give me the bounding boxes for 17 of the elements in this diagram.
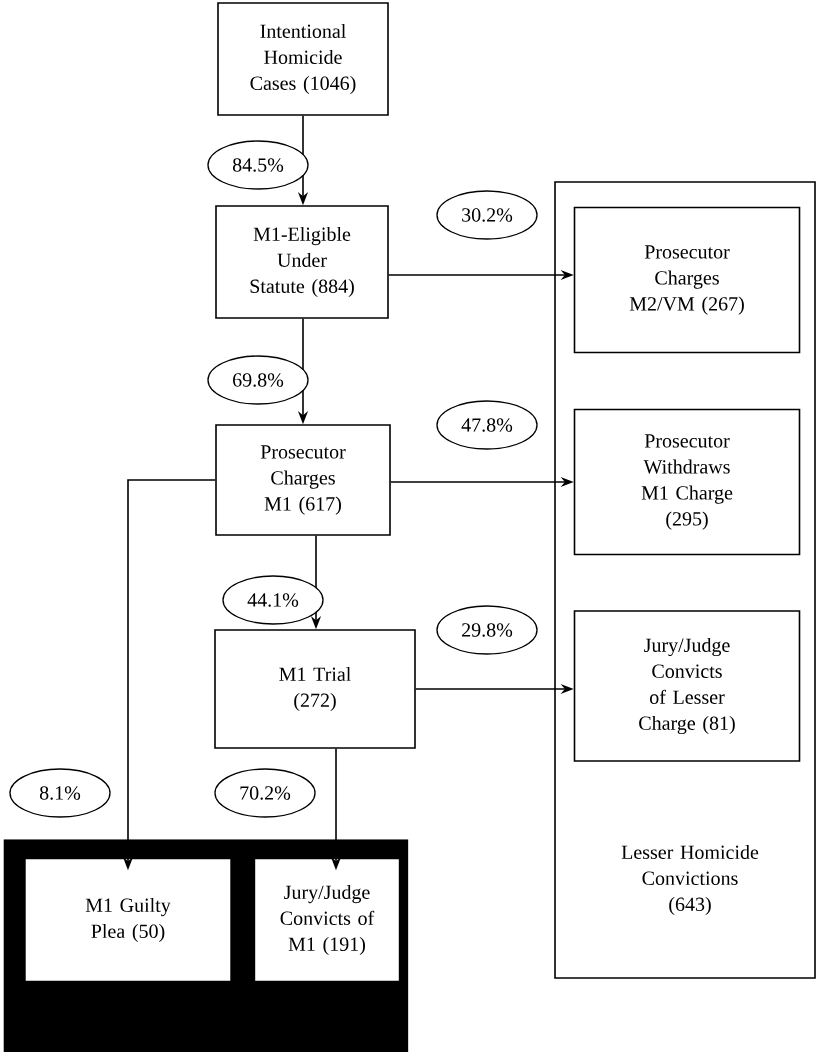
edge-label: 69.8% — [207, 355, 309, 405]
process-box: Prosecutor Withdraws M1 Charge (295) — [573, 408, 801, 556]
process-box: M1 Guilty Plea (50) — [25, 859, 231, 981]
edge-label: 8.1% — [9, 768, 111, 818]
edge-label: 30.2% — [436, 190, 538, 240]
process-box: Jury/Judge Convicts of M1 (191) — [255, 859, 399, 981]
process-box: Prosecutor Charges M1 (617) — [215, 424, 391, 536]
edge-label: 47.8% — [436, 400, 538, 450]
edge-label: 29.8% — [436, 605, 538, 655]
edge-label: 44.1% — [222, 575, 324, 625]
edge-label: 70.2% — [214, 768, 316, 818]
edge-label: 84.5% — [207, 140, 309, 190]
process-box: Prosecutor Charges M2/VM (267) — [573, 206, 801, 354]
process-box: Jury/Judge Convicts of Lesser Charge (81) — [573, 610, 801, 762]
process-box: M1-Eligible Under Statute (884) — [215, 205, 389, 319]
process-box: Intentional Homicide Cases (1046) — [217, 2, 389, 116]
process-box: M1 Trial (272) — [214, 629, 416, 749]
